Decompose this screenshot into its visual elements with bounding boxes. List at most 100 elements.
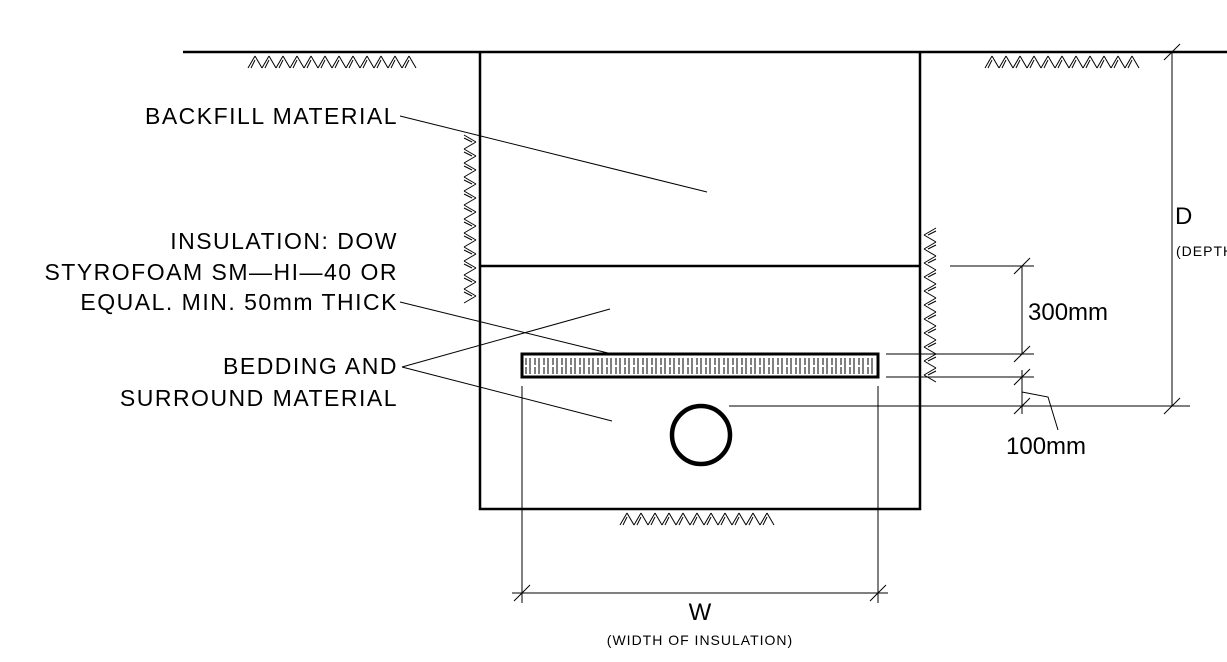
hatch-stroke bbox=[640, 512, 649, 526]
hatch-stroke bbox=[463, 183, 477, 192]
hatch-stroke bbox=[927, 230, 937, 236]
hatch-stroke bbox=[1015, 59, 1021, 69]
hatch-stroke bbox=[661, 512, 670, 526]
hatch-stroke bbox=[463, 246, 477, 255]
hatch-stroke bbox=[682, 512, 691, 526]
ground-hatch-top-right bbox=[984, 55, 1140, 69]
hatch-stroke bbox=[1131, 55, 1140, 69]
hatch-stroke bbox=[1089, 55, 1098, 69]
hatch-stroke bbox=[362, 59, 368, 69]
hatch-stroke bbox=[1029, 59, 1035, 69]
hatch-stroke bbox=[636, 516, 642, 526]
width-tick-left bbox=[513, 584, 531, 602]
hatch-stroke bbox=[463, 134, 477, 143]
trench-outline bbox=[478, 52, 922, 511]
hatch-stroke bbox=[1012, 55, 1021, 69]
hatch-stroke bbox=[247, 55, 256, 69]
hatch-stroke bbox=[923, 297, 937, 306]
hatch-stroke bbox=[1054, 55, 1063, 69]
hatch-stroke bbox=[254, 55, 263, 69]
hatch-stroke bbox=[292, 59, 298, 69]
hatch-stroke bbox=[463, 267, 477, 276]
hatch-stroke bbox=[303, 55, 312, 69]
hatch-stroke bbox=[380, 55, 389, 69]
hatch-stroke bbox=[387, 55, 396, 69]
hatch-stroke bbox=[923, 262, 937, 271]
hatch-stroke bbox=[738, 512, 747, 526]
hatch-stroke bbox=[927, 286, 937, 292]
hatch-stroke bbox=[463, 137, 473, 143]
hatch-stroke bbox=[923, 241, 937, 250]
hatch-stroke bbox=[1085, 59, 1091, 69]
hatch-stroke bbox=[923, 255, 937, 264]
hatch-stroke bbox=[268, 55, 277, 69]
hatch-stroke bbox=[724, 512, 733, 526]
hatch-stroke bbox=[923, 346, 937, 355]
separation-tick-bottom bbox=[1013, 397, 1031, 415]
bedding-leader-lower bbox=[401, 366, 613, 422]
hatch-stroke bbox=[759, 512, 768, 526]
hatch-stroke bbox=[463, 190, 477, 199]
wall-hatch-left bbox=[463, 134, 477, 304]
hatch-stroke bbox=[463, 141, 477, 150]
hatch-stroke bbox=[463, 151, 473, 157]
hatch-stroke bbox=[1061, 55, 1070, 69]
hatch-stroke bbox=[463, 232, 477, 241]
hatch-stroke bbox=[923, 248, 937, 257]
ground-hatch-top-left bbox=[247, 55, 417, 69]
width-note: (WIDTH OF INSULATION) bbox=[607, 632, 793, 648]
hatch-stroke bbox=[678, 516, 684, 526]
hatch-stroke bbox=[463, 211, 477, 220]
hatch-stroke bbox=[310, 55, 319, 69]
hatch-stroke bbox=[745, 512, 754, 526]
hatch-stroke bbox=[289, 55, 298, 69]
hatch-stroke bbox=[654, 512, 663, 526]
hatch-stroke bbox=[689, 512, 698, 526]
hatch-stroke bbox=[366, 55, 375, 69]
hatch-stroke bbox=[1033, 55, 1042, 69]
hatch-stroke bbox=[731, 512, 740, 526]
hatch-stroke bbox=[766, 512, 775, 526]
hatch-stroke bbox=[463, 235, 473, 241]
hatch-stroke bbox=[927, 300, 937, 306]
insulation-label-line-3: EQUAL. MIN. 50mm THICK bbox=[80, 289, 398, 315]
bedding-label-line-2: SURROUND MATERIAL bbox=[120, 385, 398, 411]
hatch-stroke bbox=[647, 512, 656, 526]
hatch-stroke bbox=[250, 59, 256, 69]
hatch-stroke bbox=[463, 225, 477, 234]
width-symbol: W bbox=[689, 599, 712, 626]
hatch-stroke bbox=[991, 55, 1000, 69]
depth-tick-bottom bbox=[1163, 397, 1181, 415]
hatch-stroke bbox=[692, 516, 698, 526]
hatch-stroke bbox=[706, 516, 712, 526]
hatch-stroke bbox=[463, 207, 473, 213]
hatch-stroke bbox=[622, 516, 628, 526]
hatch-stroke bbox=[923, 353, 937, 362]
hatch-stroke bbox=[345, 55, 354, 69]
hatch-stroke bbox=[463, 253, 477, 262]
separation-leader bbox=[1021, 391, 1059, 431]
hatch-stroke bbox=[1124, 55, 1133, 69]
hatch-stroke bbox=[334, 59, 340, 69]
hatch-stroke bbox=[696, 512, 705, 526]
hatch-stroke bbox=[1040, 55, 1049, 69]
hatch-stroke bbox=[463, 197, 477, 206]
hatch-stroke bbox=[282, 55, 291, 69]
hatch-stroke bbox=[710, 512, 719, 526]
hatch-stroke bbox=[463, 263, 473, 269]
insulation-leader bbox=[399, 301, 613, 355]
ground-hatch-bottom bbox=[619, 512, 775, 526]
hatch-stroke bbox=[675, 512, 684, 526]
hatch-stroke bbox=[463, 165, 473, 171]
hatch-stroke bbox=[348, 59, 354, 69]
hatch-stroke bbox=[1068, 55, 1077, 69]
hatch-stroke bbox=[306, 59, 312, 69]
hatch-stroke bbox=[923, 374, 937, 383]
hatch-stroke bbox=[463, 218, 477, 227]
backfill-label: BACKFILL MATERIAL bbox=[145, 103, 398, 129]
hatch-stroke bbox=[1117, 55, 1126, 69]
insulation-label-line-1: INSULATION: DOW bbox=[170, 228, 398, 254]
cover-tick-top bbox=[1013, 257, 1031, 275]
hatch-stroke bbox=[463, 193, 473, 199]
